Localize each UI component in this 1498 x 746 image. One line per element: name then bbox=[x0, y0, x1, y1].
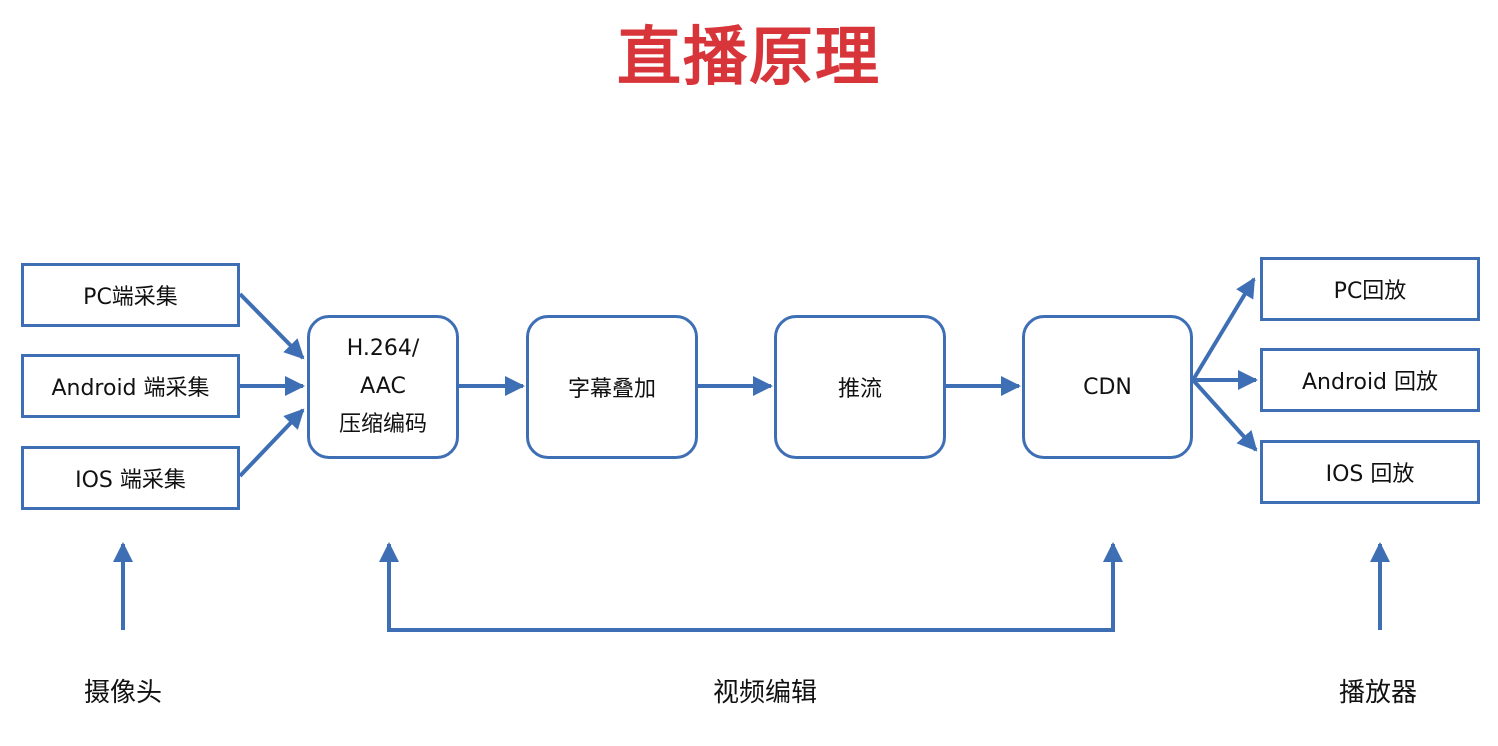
encoder-line-2: AAC bbox=[360, 374, 406, 399]
player-label: 播放器 bbox=[1338, 678, 1417, 708]
android-capture-box: Android 端采集 bbox=[21, 354, 240, 418]
ios-playback-label: IOS 回放 bbox=[1325, 462, 1415, 487]
android-playback-label: Android 回放 bbox=[1301, 370, 1439, 395]
page-title: 直播原理 bbox=[617, 21, 881, 95]
subtitle-overlay-box: 字幕叠加 bbox=[526, 315, 698, 459]
subtitle-overlay-label: 字幕叠加 bbox=[567, 377, 656, 402]
encoder-box: H.264/ AAC 压缩编码 bbox=[307, 315, 459, 459]
video-edit-label: 视频编辑 bbox=[712, 678, 817, 708]
arrow-cdn-to-ios bbox=[1191, 378, 1258, 452]
arrow-pc-to-encoder bbox=[238, 292, 305, 360]
android-playback-box: Android 回放 bbox=[1260, 348, 1480, 412]
pc-playback-box: PC回放 bbox=[1260, 257, 1480, 321]
camera-label: 摄像头 bbox=[83, 678, 162, 708]
ios-capture-label: IOS 端采集 bbox=[75, 468, 186, 493]
pc-capture-label: PC端采集 bbox=[83, 285, 178, 310]
ios-playback-box: IOS 回放 bbox=[1260, 440, 1480, 504]
encoder-line-1: H.264/ bbox=[346, 336, 420, 361]
ios-capture-box: IOS 端采集 bbox=[21, 446, 240, 510]
push-stream-label: 推流 bbox=[837, 377, 882, 402]
cdn-label: CDN bbox=[1083, 374, 1132, 400]
arrow-ios-to-encoder bbox=[238, 408, 305, 478]
pc-playback-label: PC回放 bbox=[1333, 279, 1407, 304]
pc-capture-box: PC端采集 bbox=[21, 263, 240, 327]
arrow-cdn-to-pc bbox=[1191, 277, 1256, 382]
encoder-line-3: 压缩编码 bbox=[338, 412, 427, 437]
push-stream-box: 推流 bbox=[774, 315, 946, 459]
video-edit-bracket bbox=[387, 544, 1115, 632]
cdn-box: CDN bbox=[1022, 315, 1193, 459]
android-capture-label: Android 端采集 bbox=[51, 376, 210, 401]
